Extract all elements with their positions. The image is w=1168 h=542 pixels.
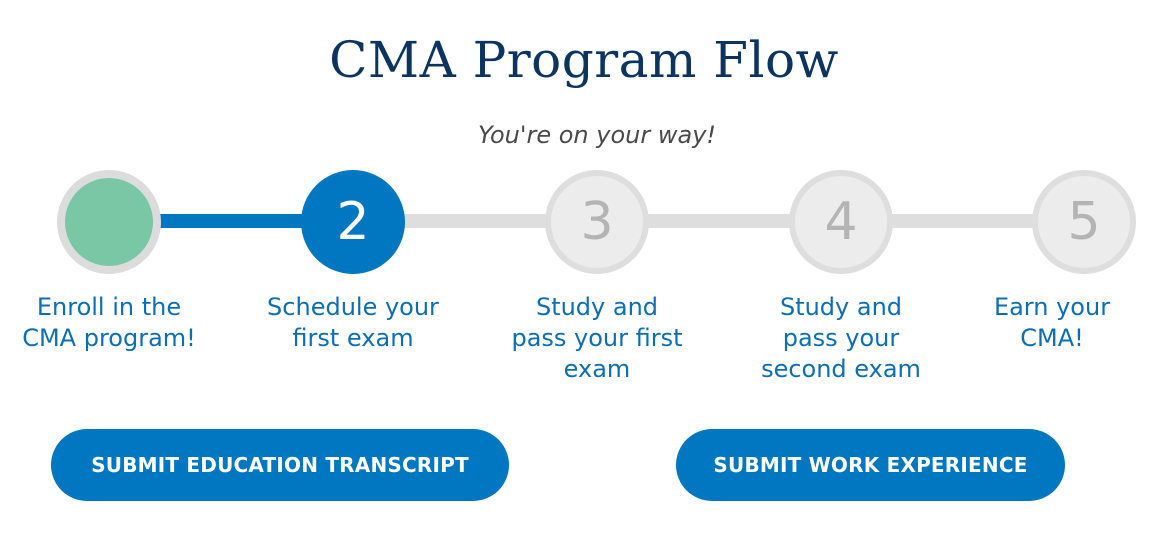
step-4-label-line: pass your <box>782 324 900 352</box>
step-3-label: Study and pass your first exam <box>485 292 709 385</box>
step-4-label-line: Study and <box>779 293 903 321</box>
progress-track-remaining <box>400 214 1042 228</box>
step-1-completed-circle <box>57 170 161 274</box>
step-4-label: Study and pass your second exam <box>729 292 953 385</box>
page-title: CMA Program Flow <box>329 31 839 89</box>
step-5-label-line: CMA! <box>1020 324 1084 352</box>
step-2-label-line: first exam <box>292 324 414 352</box>
progress-track-completed <box>150 214 312 228</box>
step-5-number: 5 <box>1067 192 1101 252</box>
submit-education-transcript-button[interactable]: SUBMIT EDUCATION TRANSCRIPT <box>51 429 509 501</box>
step-1-label-line: CMA program! <box>22 324 196 352</box>
page-subtitle: You're on your way! <box>477 121 717 149</box>
step-4-circle: 4 <box>789 170 893 274</box>
step-1-label-line: Enroll in the <box>36 293 182 321</box>
step-1-label: Enroll in the CMA program! <box>0 292 221 354</box>
step-5-label: Earn your CMA! <box>940 292 1164 354</box>
step-3-circle: 3 <box>545 170 649 274</box>
step-4-number: 4 <box>824 192 858 252</box>
step-4-label-line: second exam <box>761 355 921 383</box>
step-3-label-line: Study and <box>535 293 659 321</box>
step-3-label-line: exam <box>563 355 631 383</box>
step-3-number: 3 <box>580 192 614 252</box>
step-2-label: Schedule your first exam <box>241 292 465 354</box>
step-5-circle: 5 <box>1032 170 1136 274</box>
submit-work-experience-button[interactable]: SUBMIT WORK EXPERIENCE <box>676 429 1065 501</box>
step-3-label-line: pass your first <box>511 324 683 352</box>
step-5-label-line: Earn your <box>993 293 1111 321</box>
step-2-label-line: Schedule your <box>267 293 439 321</box>
step-2-current-circle: 2 <box>301 170 405 274</box>
step-2-number: 2 <box>336 192 370 252</box>
